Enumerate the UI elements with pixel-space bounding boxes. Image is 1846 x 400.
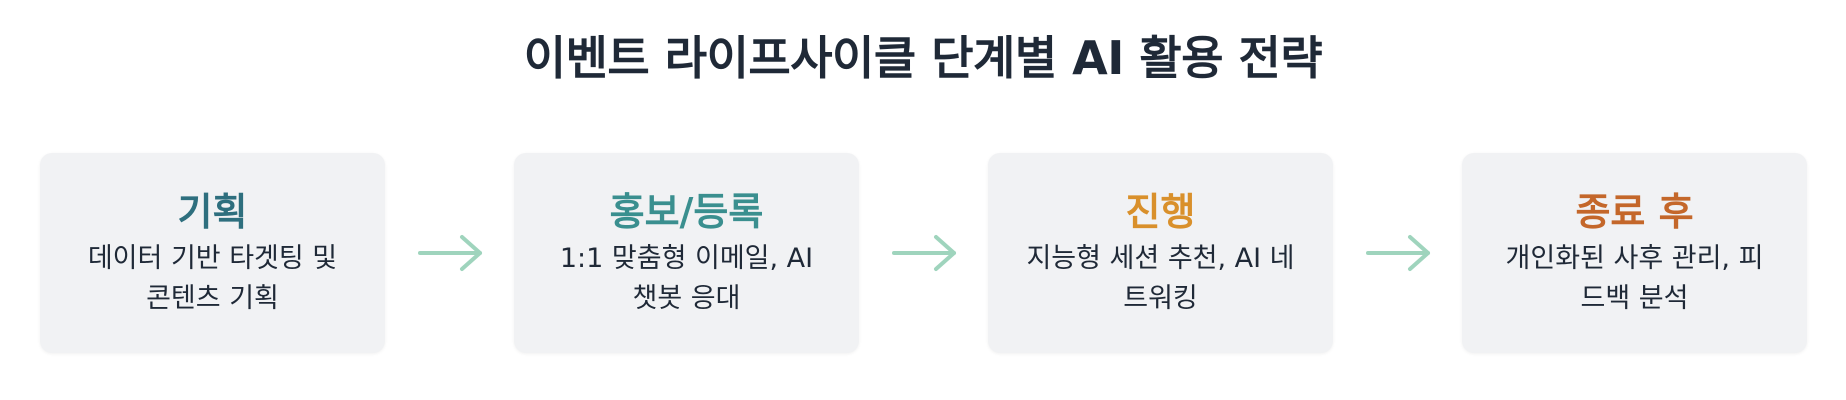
stage-description-line: 개인화된 사후 관리, 피 xyxy=(1505,243,1764,274)
stage-card-post-event: 종료 후 개인화된 사후 관리, 피 드백 분석 xyxy=(1462,153,1807,353)
lifecycle-flow: 기획 데이터 기반 타겟팅 및 콘텐츠 기획 홍보/등록 1:1 맞춤형 이메일… xyxy=(0,153,1846,353)
stage-title: 종료 후 xyxy=(1575,190,1694,234)
stage-description-line: 1:1 맞춤형 이메일, AI xyxy=(559,243,814,274)
stage-description-line: 트워킹 xyxy=(1123,283,1198,314)
stage-card-promotion: 홍보/등록 1:1 맞춤형 이메일, AI 챗봇 응대 xyxy=(514,153,859,353)
stage-description: 개인화된 사후 관리, 피 드백 분석 xyxy=(1462,239,1807,319)
stage-description-line: 콘텐츠 기획 xyxy=(146,283,279,314)
stage-title: 기획 xyxy=(177,190,248,234)
stage-title: 홍보/등록 xyxy=(609,190,764,234)
page-title: 이벤트 라이프사이클 단계별 AI 활용 전략 xyxy=(523,31,1323,85)
stage-description-line: 챗봇 응대 xyxy=(632,283,741,314)
arrow-right-icon xyxy=(892,231,960,275)
stage-description: 지능형 세션 추천, AI 네 트워킹 xyxy=(988,239,1333,319)
stage-description: 1:1 맞춤형 이메일, AI 챗봇 응대 xyxy=(514,239,859,319)
arrow-right-icon xyxy=(418,231,486,275)
stage-title: 진행 xyxy=(1125,190,1196,234)
stage-description-line: 드백 분석 xyxy=(1580,283,1689,314)
stage-description: 데이터 기반 타겟팅 및 콘텐츠 기획 xyxy=(40,239,385,319)
stage-description-line: 지능형 세션 추천, AI 네 xyxy=(1026,243,1295,274)
stage-description-line: 데이터 기반 타겟팅 및 xyxy=(87,243,338,274)
stage-card-execution: 진행 지능형 세션 추천, AI 네 트워킹 xyxy=(988,153,1333,353)
stage-card-planning: 기획 데이터 기반 타겟팅 및 콘텐츠 기획 xyxy=(40,153,385,353)
arrow-right-icon xyxy=(1366,231,1434,275)
